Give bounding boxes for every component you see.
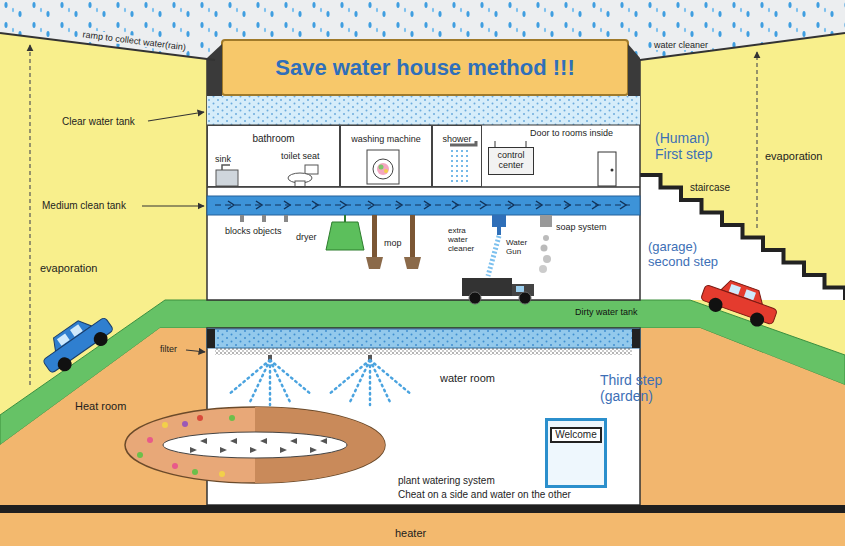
- part-label: extra water cleaner: [448, 226, 484, 254]
- tank-label: Medium clean tank: [42, 200, 126, 212]
- part-label: Door to rooms inside: [530, 128, 613, 138]
- evaporation-label: evaporation: [40, 262, 98, 275]
- step-label: Third step (garden): [600, 372, 680, 404]
- part-label: blocks objects: [225, 226, 282, 236]
- part-label: staircase: [690, 182, 730, 194]
- part-label: sink: [215, 154, 231, 164]
- step-label: (garage) second step: [648, 240, 728, 270]
- room-cell: washing machine: [340, 125, 432, 187]
- step-label: (Human) First step: [655, 130, 737, 162]
- room-cell: shower: [432, 125, 482, 187]
- welcome-door: Welcome: [545, 418, 607, 488]
- part-label: toilet seat: [281, 151, 320, 161]
- sign-title: Save water house method !!!: [222, 40, 628, 95]
- evaporation-label: evaporation: [765, 150, 823, 163]
- room-label: Heat room: [75, 400, 126, 413]
- note-label: Cheat on a side and water on the other: [398, 489, 571, 501]
- part-label: dryer: [296, 232, 317, 242]
- part-label: mop: [384, 238, 402, 248]
- tank-label: Clear water tank: [62, 116, 135, 128]
- part-label: Water Gun: [506, 238, 536, 256]
- control-box: control center: [488, 147, 534, 175]
- tank-label: Dirty water tank: [575, 307, 638, 317]
- room-name: control center: [491, 150, 531, 171]
- room-name: washing machine: [351, 134, 421, 144]
- room-label: water room: [440, 372, 495, 385]
- part-label: heater: [395, 527, 426, 540]
- part-label: filter: [160, 344, 177, 354]
- room-name: bathroom: [252, 133, 294, 145]
- note-label: plant watering system: [398, 475, 495, 487]
- part-label: water cleaner: [652, 40, 710, 50]
- part-label: soap system: [556, 222, 607, 232]
- sign-text: Welcome: [550, 427, 602, 443]
- room-name: shower: [442, 134, 471, 144]
